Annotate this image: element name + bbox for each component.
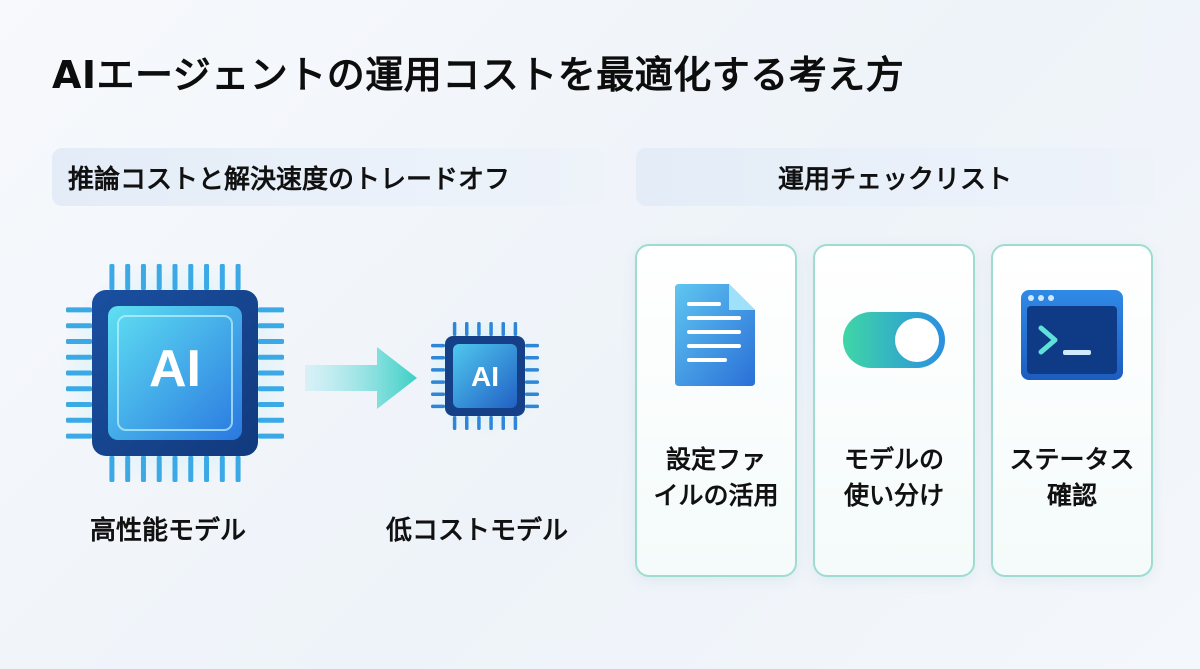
chip-pin <box>66 417 92 423</box>
chip-pin <box>258 417 284 423</box>
chip-pin <box>452 322 457 336</box>
chip-pin <box>452 416 457 430</box>
chip-pin <box>258 370 284 376</box>
tradeoff-section-header: 推論コストと解決速度のトレードオフ <box>52 148 605 206</box>
chip-pin <box>188 264 194 290</box>
chip-pin <box>219 456 225 482</box>
chip-pin <box>477 416 481 430</box>
chip-pin <box>125 264 131 290</box>
chip-pin <box>66 386 92 392</box>
chip-pin <box>489 322 493 336</box>
chip-pin <box>465 416 469 430</box>
chip-pin <box>66 433 92 439</box>
chip-pin <box>219 264 225 290</box>
toggle-icon <box>843 312 945 368</box>
card-1-line-1: 設定ファ <box>665 445 766 474</box>
card-2-line-1: モデルの <box>843 445 944 474</box>
chip-pin <box>525 404 539 409</box>
chip-pin <box>258 323 284 329</box>
high-chip-text: AI <box>149 340 201 398</box>
chip-pin <box>258 402 284 408</box>
chip-pin <box>235 264 241 290</box>
card-3-line-2: 確認 <box>1046 481 1097 510</box>
chip-pin <box>465 322 469 336</box>
chip-pin <box>188 456 194 482</box>
chip-pin <box>501 416 505 430</box>
chip-pin <box>66 370 92 376</box>
chip-pin <box>431 392 445 396</box>
chip-pin <box>66 338 92 344</box>
chip-pin <box>477 322 481 336</box>
chip-pin <box>525 368 539 372</box>
card-3-line-1: ステータス <box>1009 445 1135 474</box>
chip-pin <box>66 323 92 329</box>
chip-pin <box>204 264 210 290</box>
chip-pin <box>66 402 92 408</box>
chip-pin <box>235 456 241 482</box>
chip-pin <box>431 404 445 409</box>
chip-pin <box>525 343 539 348</box>
checklist-card-status-check: ステータス 確認 <box>991 244 1153 577</box>
chip-pin <box>204 456 210 482</box>
terminal-icon <box>1021 290 1123 380</box>
chip-pin <box>431 343 445 348</box>
document-icon <box>675 284 755 386</box>
chip-pin <box>431 368 445 372</box>
chip-pin <box>525 356 539 360</box>
chip-pin <box>489 416 493 430</box>
chip-pin <box>258 338 284 344</box>
chip-pin <box>525 380 539 384</box>
low-chip-text: AI <box>471 361 499 392</box>
checklist-section-header: 運用チェックリスト <box>636 148 1154 206</box>
chip-pin <box>258 307 284 313</box>
checklist-card-config-file: 設定ファ イルの活用 <box>635 244 797 577</box>
chip-pin <box>172 456 178 482</box>
chip-pin <box>172 264 178 290</box>
high-performance-chip-icon: AI <box>60 258 290 488</box>
chip-pin <box>258 433 284 439</box>
high-performance-model-label: 高性能モデル <box>90 516 247 546</box>
card-1-line-2: イルの活用 <box>653 481 779 510</box>
chip-pin <box>140 264 146 290</box>
chip-pin <box>431 356 445 360</box>
chip-pin <box>501 322 505 336</box>
chip-pin <box>431 380 445 384</box>
chip-pin <box>140 456 146 482</box>
arrow-right-icon <box>305 347 417 409</box>
chip-pin <box>125 456 131 482</box>
low-cost-chip-icon: AI <box>425 316 545 436</box>
chip-pin <box>156 264 162 290</box>
page-title: AIエージェントの運用コストを最適化する考え方 <box>52 53 905 97</box>
low-cost-model-label: 低コストモデル <box>386 516 569 546</box>
chip-pin <box>513 322 518 336</box>
chip-pin <box>156 456 162 482</box>
checklist-card-model-switching: モデルの 使い分け <box>813 244 975 577</box>
chip-pin <box>109 456 115 482</box>
chip-pin <box>258 354 284 360</box>
chip-pin <box>525 392 539 396</box>
chip-pin <box>513 416 518 430</box>
chip-pin <box>66 354 92 360</box>
chip-pin <box>258 386 284 392</box>
chip-pin <box>66 307 92 313</box>
card-2-line-2: 使い分け <box>843 481 944 510</box>
chip-pin <box>109 264 115 290</box>
